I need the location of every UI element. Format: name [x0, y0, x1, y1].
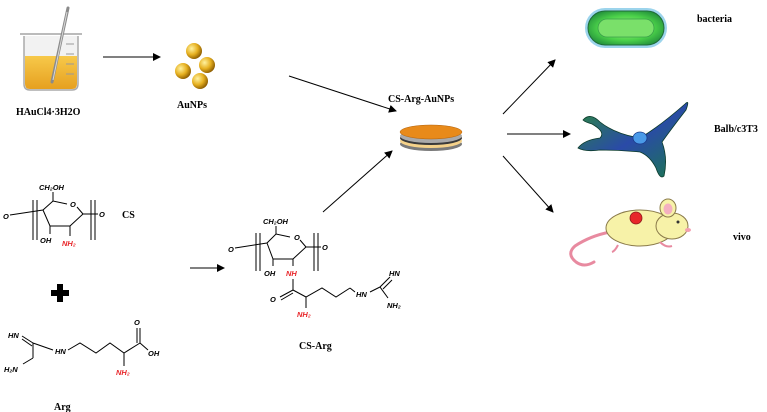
arg-hn-2: HN [55, 347, 66, 356]
plus-icon [51, 284, 69, 302]
vivo-label: vivo [733, 232, 751, 243]
arrow-to-vivo [502, 155, 554, 213]
csarg-right-o: O [322, 243, 328, 252]
haucl4-label: HAuCl4·3H2O [16, 107, 81, 118]
balb-label: Balb/c3T3 [714, 124, 758, 135]
cs-structure: CH₂OH O O O OH NH₂ [3, 183, 105, 248]
csarg-imine-hn: HN [389, 269, 400, 278]
csarg-ch2oh: CH₂OH [263, 217, 289, 226]
csarg-h2n: NH₂ [387, 301, 401, 310]
cs-nh2: NH₂ [62, 239, 76, 248]
arg-hn: HN [8, 331, 19, 340]
cs-label: CS [122, 210, 135, 221]
cs-arg-aunps-label: CS-Arg-AuNPs [388, 94, 454, 105]
csarg-hn: HN [356, 290, 367, 299]
arg-oh: OH [148, 349, 160, 358]
csarg-oh: OH [264, 269, 276, 278]
cs-oh: OH [40, 236, 52, 245]
cs-arg-structure: CH₂OH O O O OH NH O NH₂ HN HN NH₂ [228, 217, 401, 319]
arg-label: Arg [54, 402, 71, 412]
arg-nh2: NH₂ [116, 368, 130, 377]
cs-ring-o: O [70, 200, 76, 209]
cs-ch2oh: CH₂OH [39, 183, 65, 192]
csarg-nh2: NH₂ [297, 310, 311, 319]
arg-h2n: H₂N [4, 365, 18, 374]
fibroblast-cell-icon [577, 102, 689, 178]
beaker-icon [20, 6, 82, 91]
csarg-ring-o: O [294, 233, 300, 242]
aunps-label: AuNPs [177, 100, 207, 111]
csarg-left-o: O [228, 245, 234, 254]
arrow-to-bacteria [502, 59, 556, 115]
cs-arg-label: CS-Arg [299, 341, 332, 352]
gold-nanoparticles-icon [175, 43, 215, 89]
cs-left-o: O [3, 212, 9, 221]
csarg-nh: NH [286, 269, 297, 278]
bacteria-icon [585, 8, 667, 48]
cs-arg-aunps-disc-icon [399, 124, 463, 151]
arrow-cs-arg-to-product [322, 150, 393, 213]
arg-structure: HN H₂N HN NH₂ O OH [4, 318, 160, 377]
cs-right-o: O [99, 210, 105, 219]
mouse-icon [569, 198, 691, 267]
bacteria-label: bacteria [697, 14, 732, 25]
arg-carbonyl-o: O [134, 318, 140, 327]
arrow-aunps-to-product [288, 75, 397, 113]
csarg-carbonyl-o: O [270, 295, 276, 304]
